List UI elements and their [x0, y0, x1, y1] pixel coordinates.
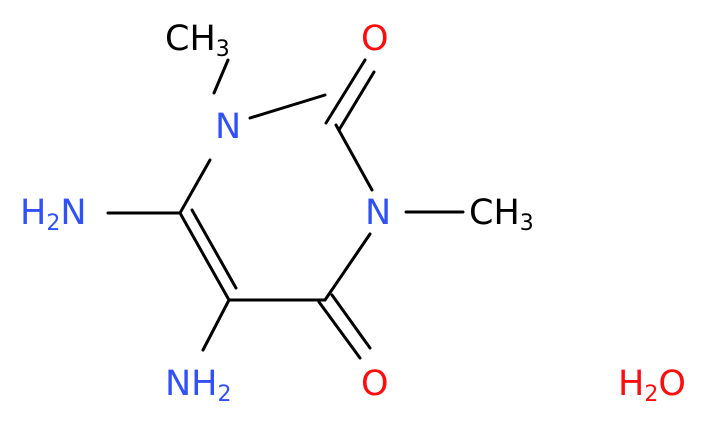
bond-c6-n1 [178, 158, 212, 215]
bonds [106, 58, 465, 360]
methyl-top: CH3 [165, 19, 230, 62]
bond-c2-o-b [337, 70, 376, 132]
bond-n1-methyl [212, 58, 230, 95]
bond-c5-amine [201, 298, 231, 352]
water-molecule: H2O [618, 364, 686, 407]
atom-o-bottom: O [361, 364, 389, 404]
bond-c5-c6-a [178, 211, 231, 302]
amine-left: H2N [20, 193, 87, 236]
bond-c4-o-a [317, 300, 362, 360]
bond-c4-o-b [330, 293, 372, 350]
methyl-right: CH3 [469, 193, 534, 236]
bond-n3-c4 [323, 232, 372, 302]
bond-c5-c6-b [190, 208, 238, 290]
amine-bottom: NH2 [165, 364, 232, 407]
bond-n1-c2 [248, 93, 327, 120]
bond-c2-n3 [334, 123, 374, 192]
atom-n1: N [215, 107, 241, 147]
bond-c2-o-a [324, 58, 367, 125]
atom-o-top: O [361, 19, 389, 59]
atom-n3: N [365, 193, 391, 233]
